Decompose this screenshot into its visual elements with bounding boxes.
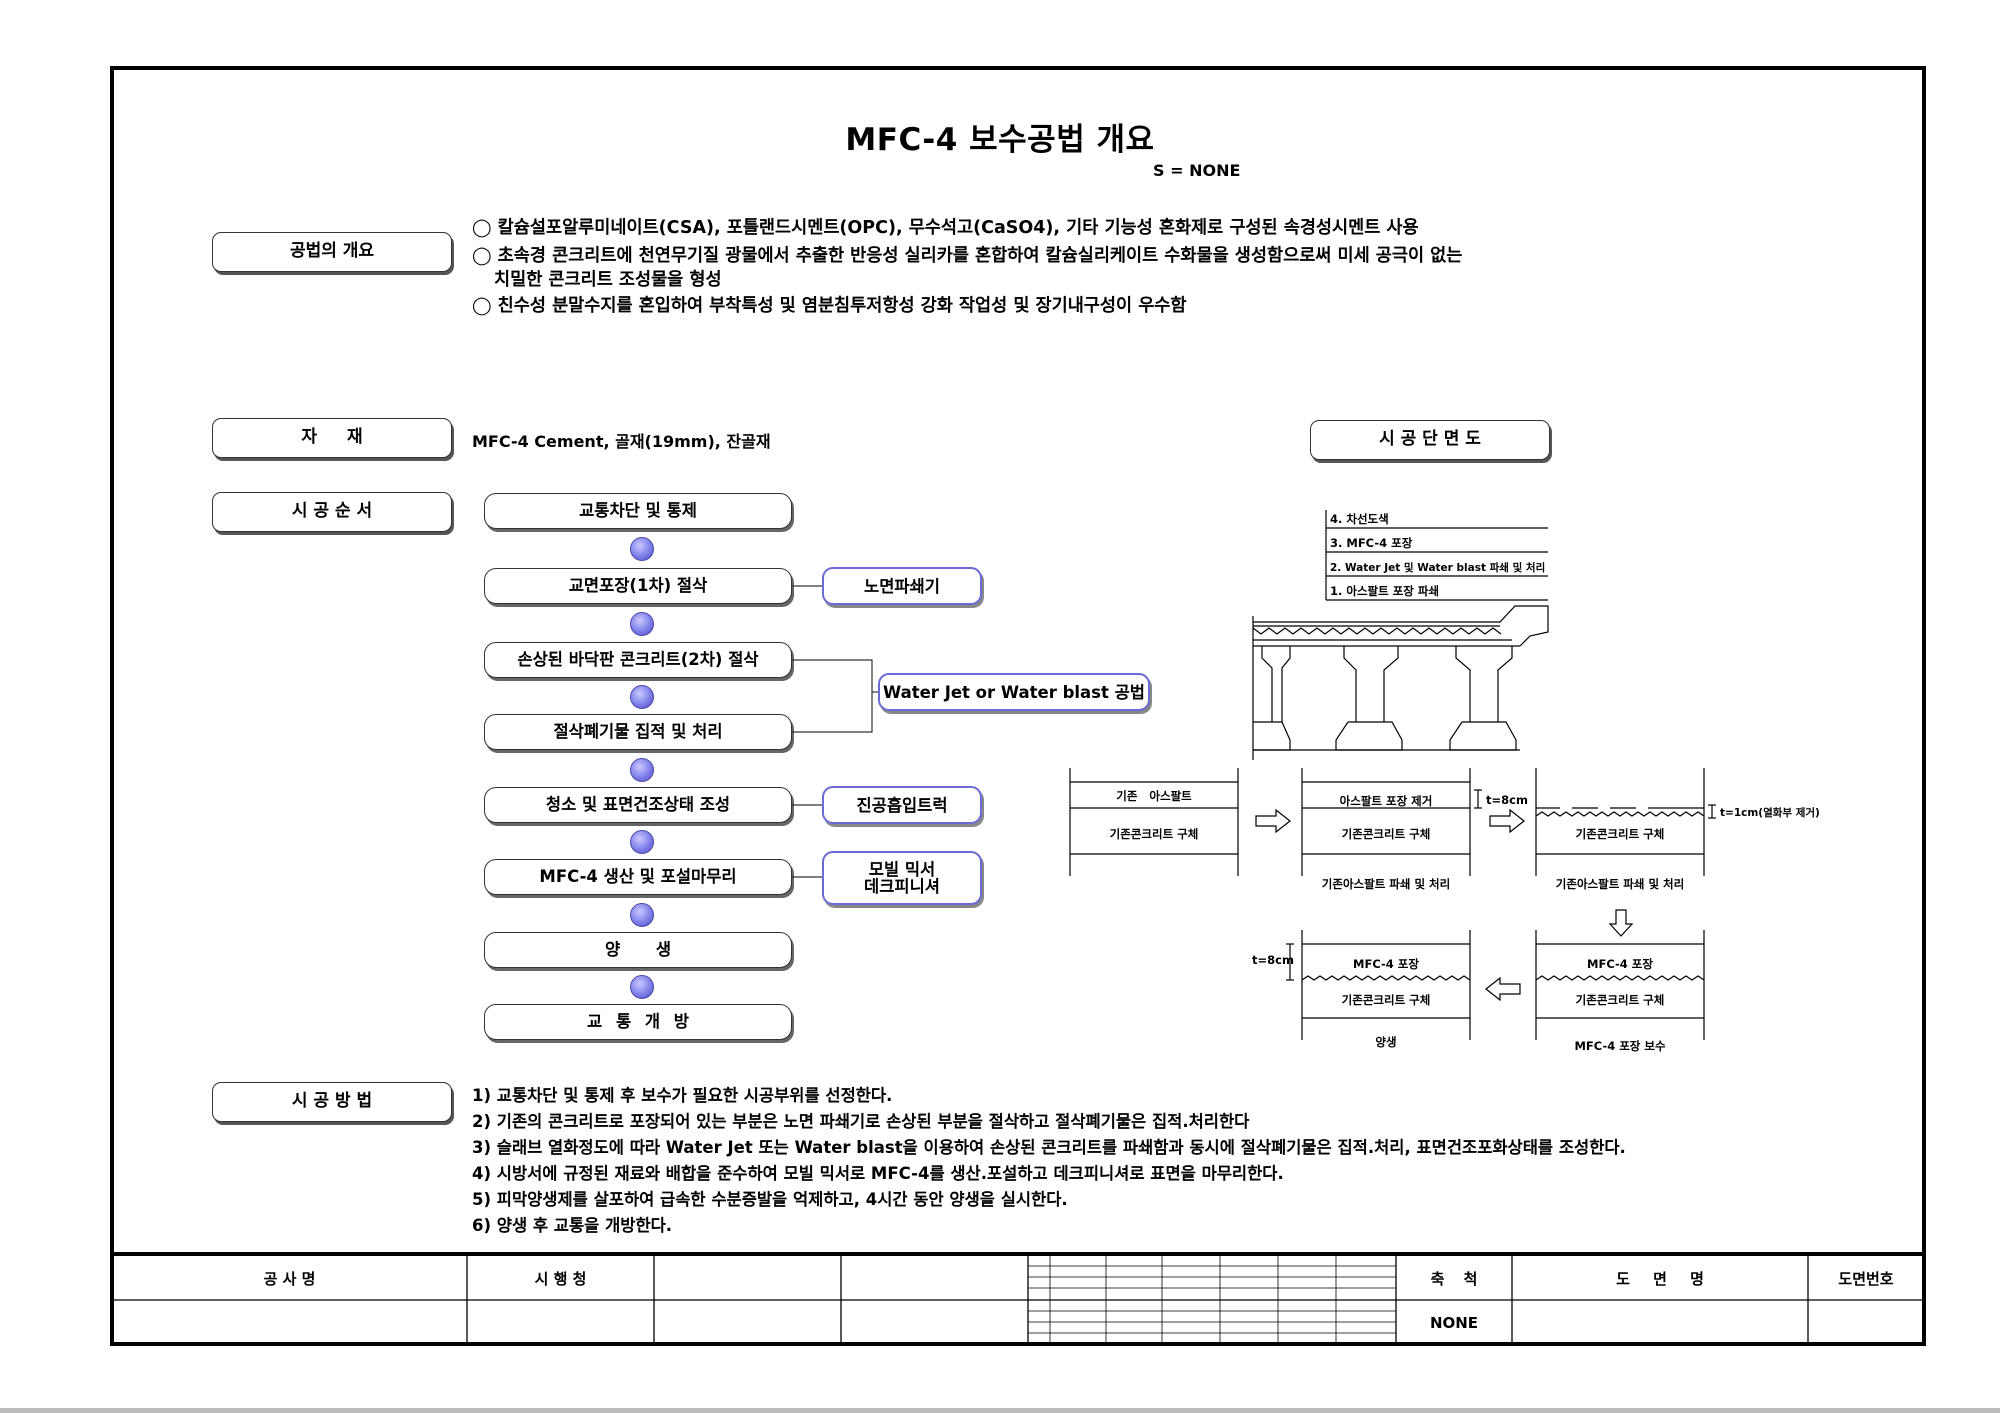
layer-label-lane-marking: 4. 차선도색	[1330, 512, 1389, 526]
stage5-dimension: t=8cm	[1252, 953, 1294, 967]
material-label-text: 자 재	[301, 427, 363, 447]
section-view-label: 시 공 단 면 도	[1310, 420, 1550, 460]
stage2-dimension: t=8cm	[1486, 793, 1528, 807]
step-traffic-open: 교 통 개 방	[484, 1004, 792, 1040]
step-traffic-control: 교통차단 및 통제	[484, 493, 792, 529]
layer-label-waterjet: 2. Water Jet 및 Water blast 파쇄 및 처리	[1330, 561, 1545, 574]
material-label: 자 재	[212, 418, 452, 458]
equipment-mixer-text: 모빌 믹서	[868, 860, 936, 879]
equipment-vacuum-truck: 진공흡입트럭	[822, 786, 982, 824]
section-view-label-text: 시 공 단 면 도	[1379, 429, 1481, 449]
title-block-scale-label: 축 척	[1430, 1270, 1478, 1288]
method-line-6: 6) 양생 후 교통을 개방한다.	[472, 1216, 673, 1235]
flow-connector-dot	[630, 830, 654, 854]
stage2-caption: 기존아스팔트 파쇄 및 처리	[1322, 877, 1450, 891]
method-line-4: 4) 시방서에 규정된 재료와 배합을 준수하여 모빌 믹서로 MFC-4를 생…	[472, 1164, 1284, 1183]
method-label: 시 공 방 법	[212, 1082, 452, 1122]
equipment-mixer-finisher: 모빌 믹서 데크피니셔	[822, 851, 982, 905]
step-surface-cleaning: 청소 및 표면건조상태 조성	[484, 787, 792, 823]
title-block-owner: 시 행 청	[534, 1270, 587, 1288]
step-curing: 양 생	[484, 932, 792, 968]
title-block-project-name: 공 사 명	[263, 1270, 316, 1288]
stage4-top-label: MFC-4 포장	[1587, 957, 1653, 971]
drawing-frame	[110, 66, 1926, 1346]
stage1-top-label: 기존 아스팔트	[1116, 789, 1192, 803]
overview-label: 공법의 개요	[212, 232, 452, 272]
material-text: MFC-4 Cement, 골재(19mm), 잔골재	[472, 432, 771, 451]
equipment-planer: 노면파쇄기	[822, 567, 982, 605]
overview-line-3: 치밀한 콘크리트 조성물을 형성	[494, 270, 722, 290]
title-block-scale-value: NONE	[1429, 1314, 1479, 1332]
stage2-bottom-label: 기존콘크리트 구체	[1342, 827, 1431, 841]
method-line-3: 3) 슬래브 열화정도에 따라 Water Jet 또는 Water blast…	[472, 1138, 1626, 1157]
overview-line-1: ◯ 칼슘설포알루미네이트(CSA), 포틀랜드시멘트(OPC), 무수석고(Ca…	[472, 218, 1419, 238]
stage1-bottom-label: 기존콘크리트 구체	[1110, 827, 1199, 841]
page-bottom-edge	[0, 1408, 2000, 1413]
flow-connector-dot	[630, 685, 654, 709]
page-title: MFC-4 보수공법 개요	[845, 122, 1155, 158]
stage2-top-label: 아스팔트 포장 제거	[1340, 794, 1433, 808]
title-block-drawing-number: 도면번호	[1838, 1270, 1894, 1288]
equipment-waterjet-text: Water Jet or Water blast 공법	[882, 682, 1145, 702]
method-line-5: 5) 피막양생제를 살포하여 급속한 수분증발을 억제하고, 4시간 동안 양생…	[472, 1190, 1068, 1209]
flow-connector-dot	[630, 537, 654, 561]
step-waste-disposal: 절삭폐기물 집적 및 처리	[484, 714, 792, 750]
flow-connector-dot	[630, 612, 654, 636]
overview-line-4: ◯ 친수성 분말수지를 혼입하여 부착특성 및 염분침투저항성 강화 작업성 및…	[472, 296, 1187, 316]
equipment-planer-text: 노면파쇄기	[864, 576, 940, 596]
layer-label-mfc4: 3. MFC-4 포장	[1330, 536, 1413, 550]
stage5-caption: 양생	[1375, 1035, 1396, 1049]
equipment-waterjet: Water Jet or Water blast 공법	[878, 673, 1150, 711]
flow-connector-dot	[630, 903, 654, 927]
equipment-finisher-text: 데크피니셔	[864, 877, 940, 896]
step-second-milling: 손상된 바닥판 콘크리트(2차) 절삭	[484, 642, 792, 678]
sequence-label-text: 시 공 순 서	[291, 501, 373, 521]
method-line-1: 1) 교통차단 및 통제 후 보수가 필요한 시공부위를 선정한다.	[472, 1086, 893, 1105]
stage4-bottom-label: 기존콘크리트 구체	[1576, 993, 1665, 1007]
overview-label-text: 공법의 개요	[289, 241, 375, 261]
step-mfc4-placement: MFC-4 생산 및 포설마무리	[484, 859, 792, 895]
stage3-caption: 기존아스팔트 파쇄 및 처리	[1556, 877, 1684, 891]
stage5-top-label: MFC-4 포장	[1353, 957, 1419, 971]
stage4-caption: MFC-4 포장 보수	[1574, 1039, 1666, 1053]
overview-line-2: ◯ 초속경 콘크리트에 천연무기질 광물에서 추출한 반응성 실리카를 혼합하여…	[472, 246, 1463, 266]
method-label-text: 시 공 방 법	[291, 1091, 373, 1111]
scale-note: S = NONE	[1153, 161, 1241, 180]
flow-connector-dot	[630, 975, 654, 999]
step-first-milling: 교면포장(1차) 절삭	[484, 568, 792, 604]
flow-connector-dot	[630, 758, 654, 782]
stage3-bottom-label: 기존콘크리트 구체	[1576, 827, 1665, 841]
equipment-vacuum-text: 진공흡입트럭	[856, 795, 948, 815]
layer-label-asphalt-removal: 1. 아스팔트 포장 파쇄	[1330, 584, 1439, 598]
title-block-drawing-name: 도 면 명	[1616, 1270, 1704, 1288]
stage5-bottom-label: 기존콘크리트 구체	[1342, 993, 1431, 1007]
stage3-dimension: t=1cm(열화부 제거)	[1720, 806, 1820, 819]
method-line-2: 2) 기존의 콘크리트로 포장되어 있는 부분은 노면 파쇄기로 손상된 부분을…	[472, 1112, 1250, 1131]
sequence-label: 시 공 순 서	[212, 492, 452, 532]
